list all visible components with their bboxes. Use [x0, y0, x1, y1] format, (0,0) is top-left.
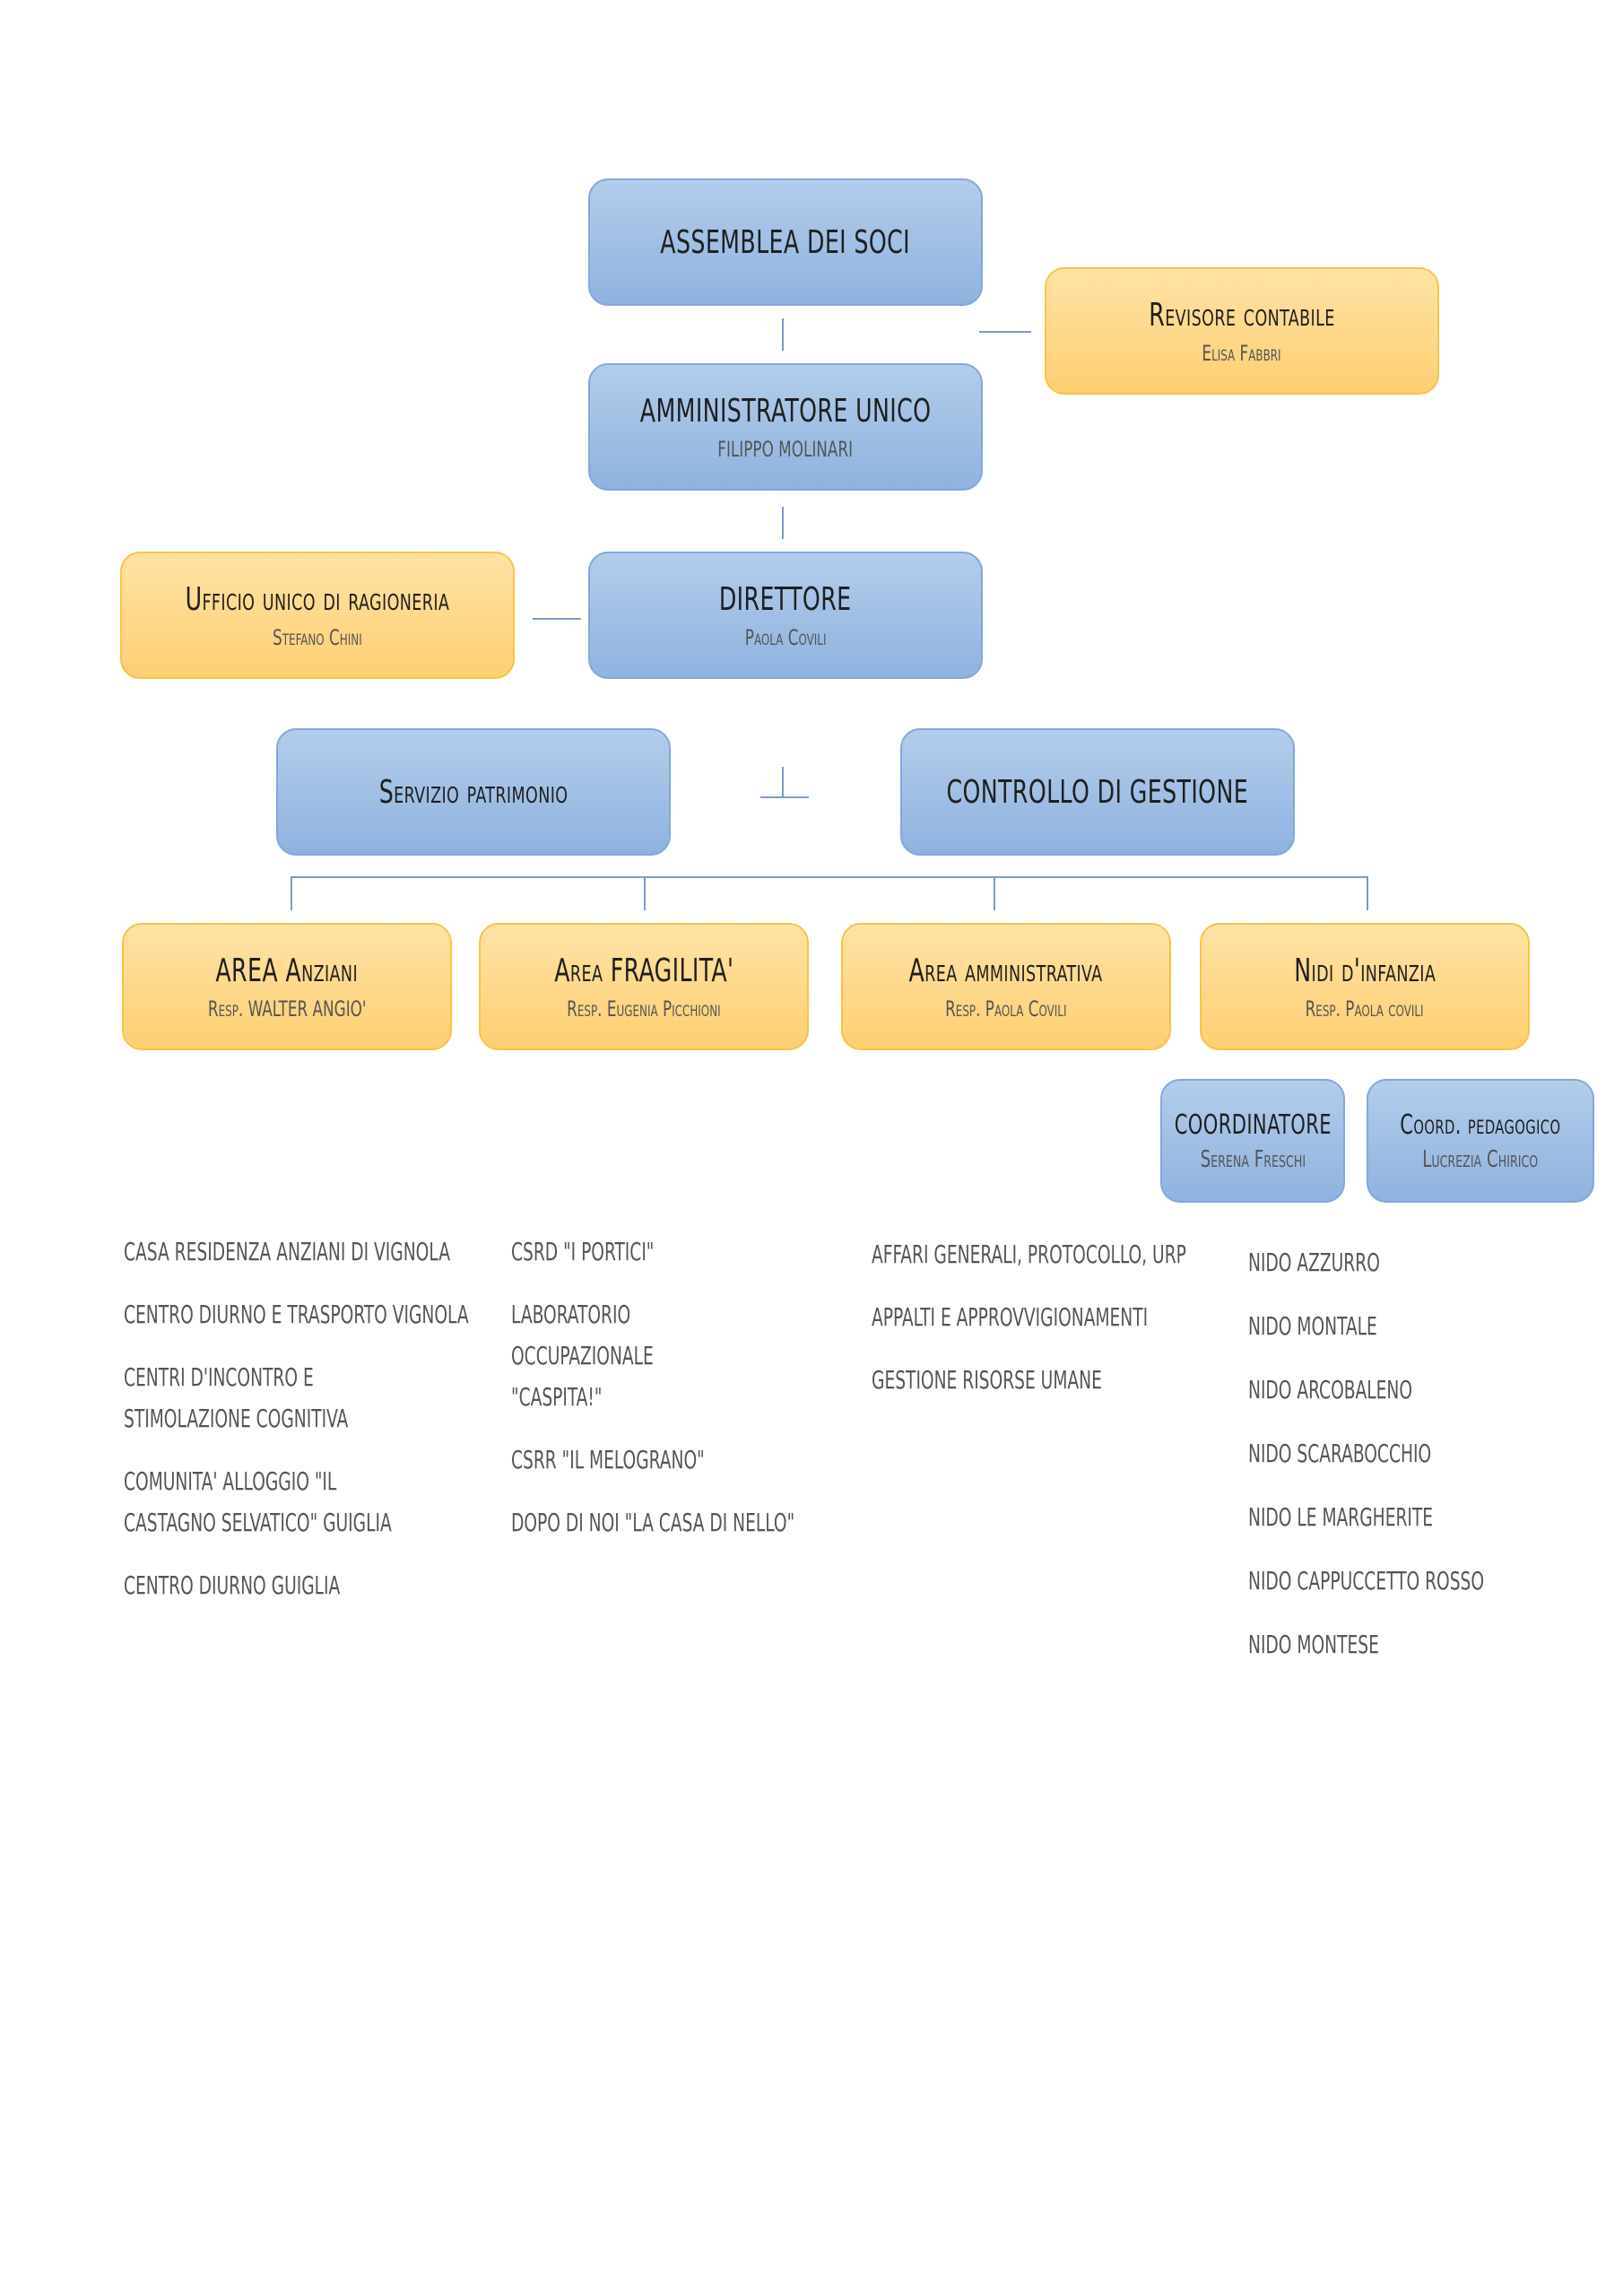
- node-area-anziani: AREA Anziani Resp. WALTER ANGIO': [122, 923, 452, 1050]
- node-person: Stefano Chini: [273, 624, 362, 650]
- node-title: CONTROLLO DI GESTIONE: [946, 773, 1249, 811]
- list-area-anziani: CASA RESIDENZA ANZIANI DI VIGNOLA CENTRO…: [124, 1231, 590, 1628]
- node-amministratore-unico: AMMINISTRATORE UNICO FILIPPO MOLINARI: [588, 363, 983, 491]
- node-title: COORDINATORE: [1174, 1109, 1332, 1141]
- node-title: AMMINISTRATORE UNICO: [639, 392, 932, 430]
- connector-area-anziani: [291, 876, 292, 910]
- node-person: Serena Freschi: [1200, 1145, 1306, 1173]
- node-nidi-infanzia: Nidi d'infanzia Resp. Paola covili: [1200, 923, 1530, 1050]
- list-item: GESTIONE RISORSE UMANE: [872, 1365, 1102, 1395]
- connector-area-nidi: [1367, 876, 1368, 910]
- node-ufficio-ragioneria: Ufficio unico di ragioneria Stefano Chin…: [120, 552, 515, 679]
- connector-assemblea-amministratore: [782, 318, 784, 351]
- node-title: Servizio patrimonio: [378, 773, 568, 811]
- connector-amministratore-direttore: [782, 507, 784, 539]
- connector-areas-horizontal: [291, 876, 1368, 878]
- list-item: NIDO ARCOBALENO: [1248, 1375, 1413, 1405]
- list-item: CSRR "IL MELOGRANO": [511, 1445, 705, 1474]
- node-revisore-contabile: Revisore contabile Elisa Fabbri: [1045, 267, 1439, 395]
- connector-area-fragilita: [644, 876, 646, 910]
- node-area-amministrativa: Area amministrativa Resp. Paola Covili: [841, 923, 1171, 1050]
- list-nidi-infanzia: NIDO AZZURRO NIDO MONTALE NIDO ARCOBALEN…: [1248, 1242, 1567, 1688]
- node-person: Elisa Fabbri: [1202, 340, 1282, 366]
- node-direttore: DIRETTORE Paola Covili: [588, 552, 983, 679]
- node-title: Nidi d'infanzia: [1294, 952, 1436, 989]
- list-item: NIDO MONTALE: [1248, 1311, 1377, 1341]
- node-area-fragilita: Area FRAGILITA' Resp. Eugenia Picchioni: [479, 923, 809, 1050]
- node-coordinatore: COORDINATORE Serena Freschi: [1160, 1079, 1345, 1203]
- list-item: CENTRI D'INCONTRO E STIMOLAZIONE COGNITI…: [124, 1362, 349, 1433]
- list-item: DOPO DI NOI "LA CASA DI NELLO": [511, 1508, 795, 1537]
- list-item: APPALTI E APPROVVIGIONAMENTI: [872, 1302, 1149, 1332]
- node-title: AREA Anziani: [215, 952, 359, 989]
- list-item: CENTRO DIURNO GUIGLIA: [124, 1570, 341, 1600]
- node-servizio-patrimonio: Servizio patrimonio: [276, 728, 671, 856]
- list-item: CASA RESIDENZA ANZIANI DI VIGNOLA: [124, 1237, 450, 1266]
- node-assemblea-dei-soci: ASSEMBLEA DEI SOCI: [588, 178, 983, 306]
- node-person: FILIPPO MOLINARI: [717, 436, 854, 462]
- node-title: Area FRAGILITA': [553, 952, 734, 989]
- list-item: COMUNITA' ALLOGGIO "IL CASTAGNO SELVATIC…: [124, 1466, 392, 1537]
- connector-area-amministrativa: [994, 876, 995, 910]
- list-item: NIDO LE MARGHERITE: [1248, 1502, 1434, 1532]
- node-person: Paola Covili: [744, 624, 827, 650]
- node-title: Area amministrativa: [908, 952, 1104, 989]
- node-title: Ufficio unico di ragioneria: [185, 580, 450, 618]
- connector-staff-vertical: [782, 767, 784, 797]
- node-title: Coord. pedagogico: [1400, 1109, 1561, 1141]
- node-person: Resp. WALTER ANGIO': [207, 996, 367, 1022]
- list-item: AFFARI GENERALI, PROTOCOLLO, URP: [872, 1239, 1186, 1269]
- list-item: NIDO SCARABOCCHIO: [1248, 1439, 1432, 1468]
- node-coord-pedagogico: Coord. pedagogico Lucrezia Chirico: [1367, 1079, 1594, 1203]
- list-item: LABORATORIO OCCUPAZIONALE "Caspita!": [511, 1300, 654, 1412]
- node-title: ASSEMBLEA DEI SOCI: [660, 223, 911, 261]
- node-person: Resp. Paola covili: [1306, 996, 1424, 1022]
- list-item: CENTRO DIURNO E TRASPORTO VIGNOLA: [124, 1300, 469, 1329]
- connector-staff-horizontal: [760, 796, 809, 798]
- node-person: Resp. Paola Covili: [945, 996, 1067, 1022]
- list-item: NIDO CAPPUCCETTO ROSSO: [1248, 1566, 1485, 1596]
- node-person: Lucrezia Chirico: [1422, 1145, 1539, 1173]
- list-area-amministrativa: AFFARI GENERALI, PROTOCOLLO, URP APPALTI…: [872, 1234, 1297, 1422]
- node-controllo-di-gestione: CONTROLLO DI GESTIONE: [900, 728, 1295, 856]
- list-item: NIDO AZZURRO: [1248, 1248, 1380, 1277]
- node-title: DIRETTORE: [719, 580, 852, 618]
- list-area-fragilita: CSRD "I PORTICI" LABORATORIO OCCUPAZIONA…: [511, 1231, 894, 1565]
- node-person: Resp. Eugenia Picchioni: [567, 996, 721, 1022]
- list-item: Nido montese: [1248, 1630, 1379, 1659]
- list-item: CSRD "I PORTICI": [511, 1237, 655, 1266]
- connector-revisore: [979, 331, 1031, 333]
- node-title: Revisore contabile: [1149, 296, 1335, 334]
- connector-ragioneria: [533, 618, 581, 620]
